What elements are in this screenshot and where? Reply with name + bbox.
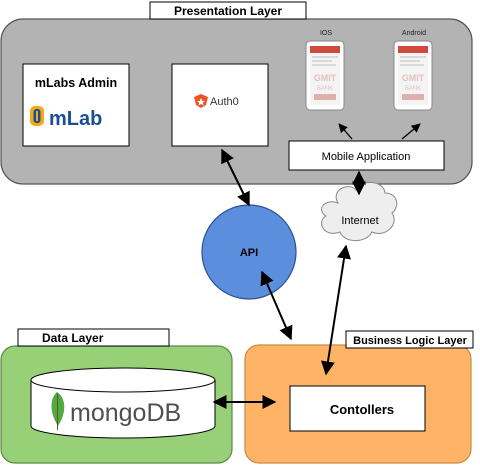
presentation-layer-title-box [149, 1, 307, 20]
arrow-mobile-to-android [401, 123, 421, 140]
auth0-logo-text: Auth0 [210, 96, 239, 108]
data-layer-title-box [17, 328, 170, 347]
android-phone-brand: GMIT [402, 73, 425, 83]
auth0-logo-icon [194, 94, 208, 108]
ios-label: IOS [320, 30, 332, 37]
arrow-mobile-to-ios [338, 123, 353, 140]
ios-phone-sub: BANK [317, 86, 333, 92]
mlabs-admin-box[interactable] [22, 63, 130, 147]
ios-phone-icon[interactable] [305, 40, 345, 111]
mlabs-admin-title: mLabs Admin [35, 76, 117, 90]
android-phone-icon[interactable] [393, 40, 433, 111]
mobile-application-label: Mobile Application [322, 151, 411, 163]
mongodb-database-icon[interactable] [30, 367, 216, 439]
mongodb-logo-text: mongoDB [70, 399, 181, 427]
internet-label: Internet [341, 215, 378, 227]
controllers-label: Contollers [330, 402, 394, 417]
android-phone-sub: BANK [405, 86, 421, 92]
android-label: Android [402, 30, 426, 37]
business-logic-layer-title: Business Logic Layer [353, 335, 467, 347]
arrow-auth0-api [221, 148, 250, 207]
ios-phone-brand: GMIT [314, 73, 337, 83]
mlab-logo-text: mLab [49, 108, 102, 130]
arrow-internet-controllers [321, 244, 351, 376]
mlab-logo-icon [30, 106, 44, 126]
mongodb-leaf-icon [51, 392, 65, 430]
api-label: API [240, 247, 258, 259]
controllers-box[interactable] [289, 385, 426, 432]
mobile-application-box[interactable] [288, 140, 445, 171]
presentation-layer-title: Presentation Layer [174, 4, 282, 18]
auth0-box[interactable] [171, 63, 269, 147]
arrow-api-controllers [260, 270, 293, 341]
data-layer-title: Data Layer [42, 331, 104, 345]
